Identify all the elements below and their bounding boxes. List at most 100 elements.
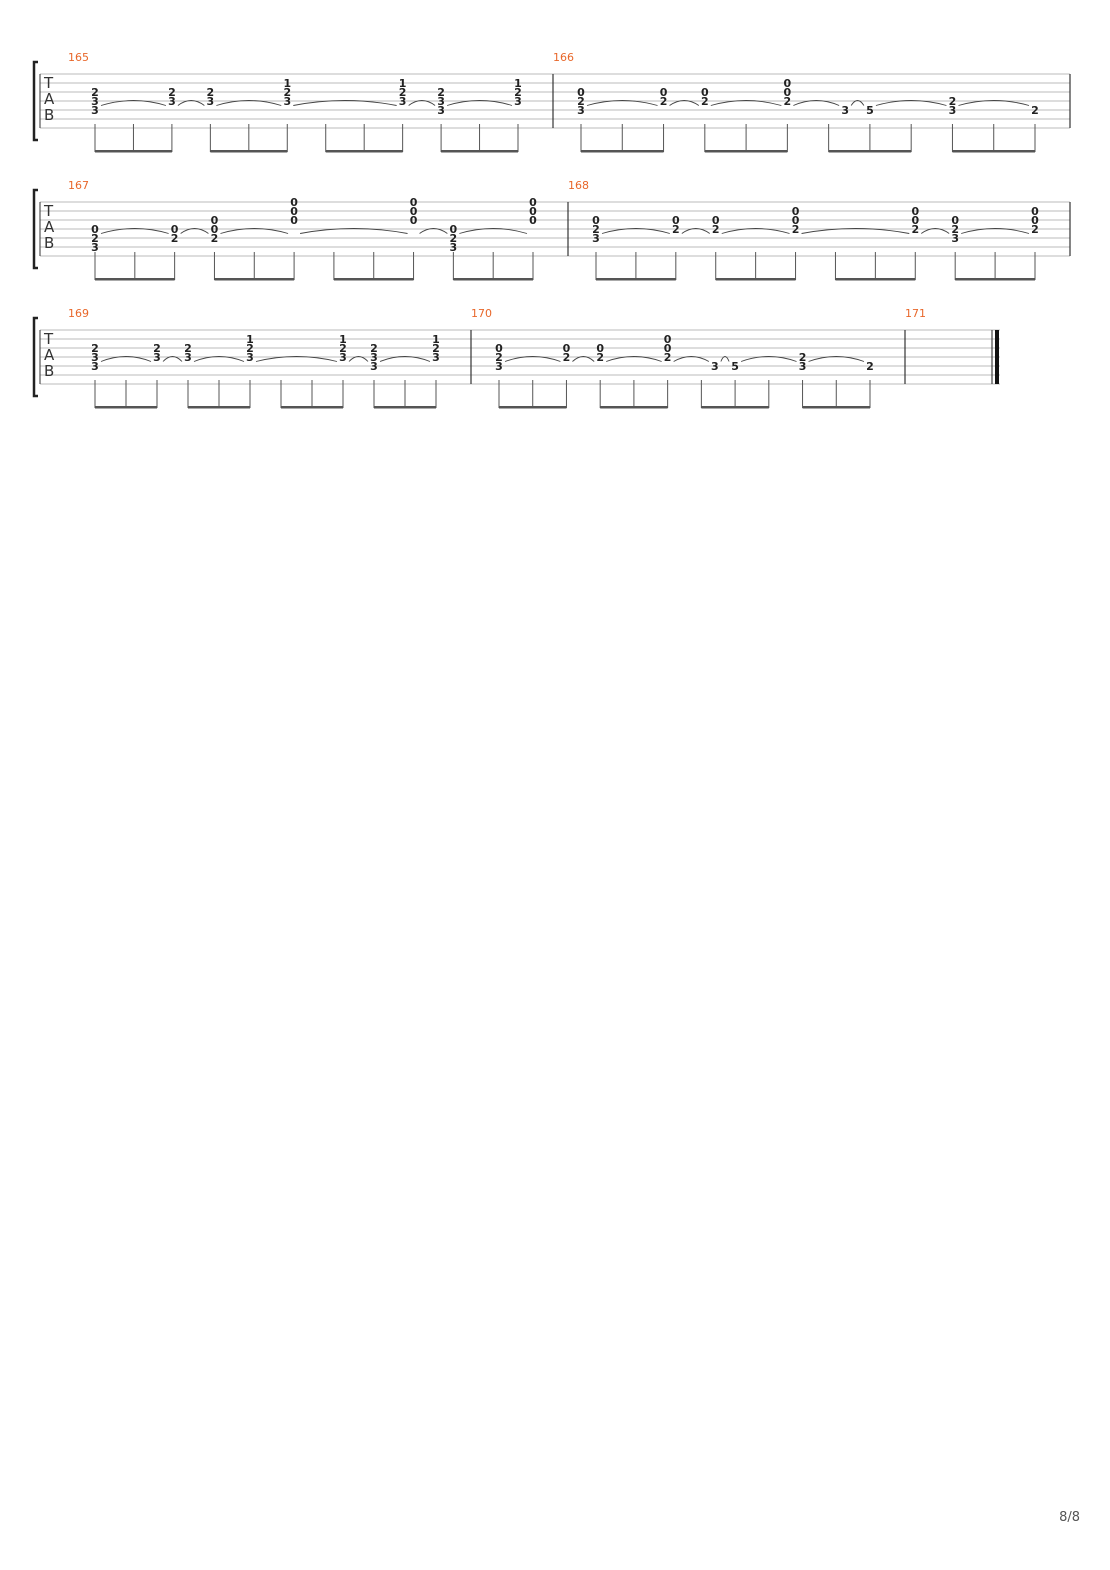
fret-number: 0 <box>911 214 919 227</box>
fret-number: 0 <box>672 214 680 227</box>
system-bracket <box>32 188 38 270</box>
note-beam <box>952 150 1035 153</box>
fret-number: 3 <box>207 95 215 108</box>
fret-number: 0 <box>563 342 571 355</box>
slur <box>216 100 282 106</box>
fret-number: 1 <box>432 333 440 346</box>
fret-number: 2 <box>660 95 668 108</box>
note-beam <box>704 150 788 153</box>
note-beam <box>955 278 1035 281</box>
fret-number: 0 <box>290 196 298 209</box>
fret-number: 3 <box>951 232 959 245</box>
note-beam <box>596 278 676 281</box>
slur <box>721 228 790 234</box>
slur <box>180 228 209 234</box>
note-beam <box>374 406 436 409</box>
slur <box>379 356 431 362</box>
final-barline <box>995 330 999 384</box>
fret-number: 2 <box>91 232 99 245</box>
fret-number: 3 <box>432 351 440 364</box>
slur <box>808 356 865 362</box>
fret-number: 2 <box>184 342 192 355</box>
fret-number: 2 <box>207 86 215 99</box>
note-beam <box>835 278 916 281</box>
fret-number: 3 <box>577 104 585 117</box>
page-number: 8/8 <box>1059 1510 1080 1525</box>
fret-number: 0 <box>701 86 709 99</box>
fret-number: 2 <box>153 342 161 355</box>
tab-clef-letter: T <box>43 330 54 348</box>
fret-number: 2 <box>1031 104 1039 117</box>
fret-number: 3 <box>799 360 807 373</box>
slur <box>606 356 662 362</box>
note-beam <box>600 406 668 409</box>
fret-number: 5 <box>866 104 874 117</box>
fret-number: 2 <box>712 223 720 236</box>
tab-clef-letter: B <box>44 234 54 252</box>
slur <box>601 228 670 234</box>
measure-number: 171 <box>905 307 926 320</box>
slur <box>162 356 183 362</box>
fret-number: 2 <box>171 232 179 245</box>
slur <box>100 228 169 234</box>
fret-number: 2 <box>91 342 99 355</box>
fret-number: 0 <box>592 214 600 227</box>
fret-number: 3 <box>711 360 719 373</box>
measure-number: 166 <box>553 51 574 64</box>
slur <box>850 100 865 106</box>
slur <box>419 228 448 234</box>
system-bracket <box>32 316 38 398</box>
fret-number: 0 <box>495 342 503 355</box>
fret-number: 0 <box>596 342 604 355</box>
slur <box>681 228 710 234</box>
fret-number: 0 <box>911 205 919 218</box>
fret-number: 2 <box>672 223 680 236</box>
slur <box>300 228 408 234</box>
slur <box>459 228 528 234</box>
fret-number: 0 <box>410 205 418 218</box>
fret-number: 3 <box>246 351 254 364</box>
tab-clef-letter: A <box>44 346 55 364</box>
fret-number: 3 <box>841 104 849 117</box>
slur <box>255 356 338 362</box>
fret-number: 0 <box>712 214 720 227</box>
slur <box>673 356 710 362</box>
fret-number: 0 <box>792 214 800 227</box>
slur <box>348 356 369 362</box>
fret-number: 3 <box>339 351 347 364</box>
fret-number: 2 <box>370 342 378 355</box>
fret-number: 3 <box>91 360 99 373</box>
fret-number: 2 <box>563 351 571 364</box>
fret-number: 2 <box>495 351 503 364</box>
fret-number: 0 <box>410 196 418 209</box>
fret-number: 1 <box>339 333 347 346</box>
slur <box>100 356 152 362</box>
fret-number: 2 <box>168 86 176 99</box>
fret-number: 3 <box>399 95 407 108</box>
fret-number: 0 <box>450 223 458 236</box>
fret-number: 0 <box>290 214 298 227</box>
note-beam <box>95 406 157 409</box>
fret-number: 2 <box>437 86 445 99</box>
fret-number: 0 <box>211 214 219 227</box>
fret-number: 0 <box>792 205 800 218</box>
note-beam <box>281 406 343 409</box>
fret-number: 2 <box>911 223 919 236</box>
fret-number: 2 <box>577 95 585 108</box>
fret-number: 2 <box>514 86 522 99</box>
fret-number: 0 <box>660 86 668 99</box>
fret-number: 1 <box>283 77 291 90</box>
fret-number: 0 <box>664 342 672 355</box>
slur <box>193 356 245 362</box>
fret-number: 3 <box>514 95 522 108</box>
note-beam <box>214 278 295 281</box>
slur <box>293 100 397 106</box>
slur <box>801 228 910 234</box>
fret-number: 3 <box>370 360 378 373</box>
note-beam <box>95 278 175 281</box>
measure-number: 167 <box>68 179 89 192</box>
fret-number: 3 <box>168 95 176 108</box>
fret-number: 3 <box>153 351 161 364</box>
measure-number: 165 <box>68 51 89 64</box>
